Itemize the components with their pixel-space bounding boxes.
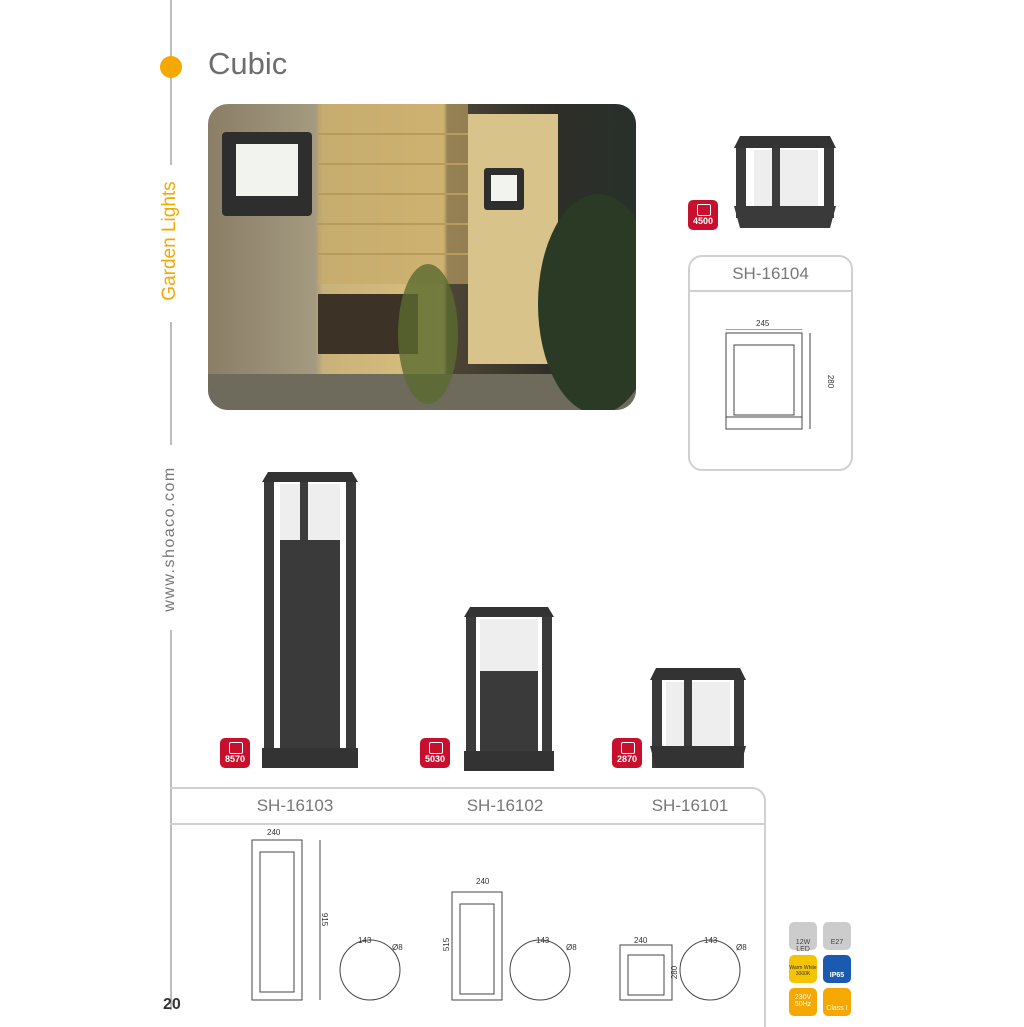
weight-badge: 4500: [688, 200, 718, 230]
model-label: SH-16104: [732, 264, 809, 283]
height-dimension: 515: [442, 937, 452, 952]
height-dimension: 280: [670, 965, 680, 980]
model-label: SH-16102: [466, 796, 544, 815]
technical-drawings: [251, 839, 741, 1001]
height-dimension: 915: [320, 912, 330, 927]
model-label: SH-16101: [651, 796, 729, 815]
lamp-sh-16103-image: [262, 472, 358, 768]
product-photo: [208, 104, 636, 410]
class-icon: Class I: [823, 988, 851, 1016]
hole-dimension: Ø8: [566, 943, 577, 952]
divider-line: [170, 322, 172, 445]
socket-icon: E27: [823, 922, 851, 950]
base-dimension: 143: [358, 936, 372, 945]
lamp-sh-16104-image: [734, 136, 836, 228]
weight-badge: 5030: [420, 738, 450, 768]
divider-line: [170, 630, 172, 1010]
website-link[interactable]: www.shoaco.com: [161, 466, 178, 612]
height-dimension: 280: [826, 374, 836, 389]
spec-box-sh-16104: SH-16104 245 280: [688, 255, 853, 471]
width-dimension: 240: [476, 877, 490, 886]
page-title: Cubic: [208, 46, 288, 81]
technical-drawing: [725, 329, 811, 430]
lamp-sh-16102-image: [464, 607, 554, 771]
base-dimension: 143: [704, 936, 718, 945]
scene-illustration: [208, 104, 636, 410]
spec-box-bottom: SH-16103 SH-16102 SH-16101: [170, 787, 766, 1027]
warm-white-icon: Warm White 3000K: [789, 955, 817, 983]
width-dimension: 240: [634, 936, 648, 945]
bullet-dot: [160, 56, 182, 78]
base-dimension: 143: [536, 936, 550, 945]
model-label: SH-16103: [256, 796, 334, 815]
lamp-sh-16101-image: [650, 668, 746, 768]
section-label: Garden Lights: [159, 181, 180, 301]
hole-dimension: Ø8: [392, 943, 403, 952]
page-number: 20: [163, 996, 181, 1013]
width-dimension: 245: [756, 319, 770, 328]
width-dimension: 240: [267, 828, 281, 837]
ip-rating-icon: IP65: [823, 955, 851, 983]
divider-line: [170, 0, 172, 165]
bulb-icon: 12W LED: [789, 922, 817, 953]
voltage-icon: 230V 50Hz: [789, 988, 817, 1016]
weight-badge: 8570: [220, 738, 250, 768]
weight-badge: 2870: [612, 738, 642, 768]
hole-dimension: Ø8: [736, 943, 747, 952]
